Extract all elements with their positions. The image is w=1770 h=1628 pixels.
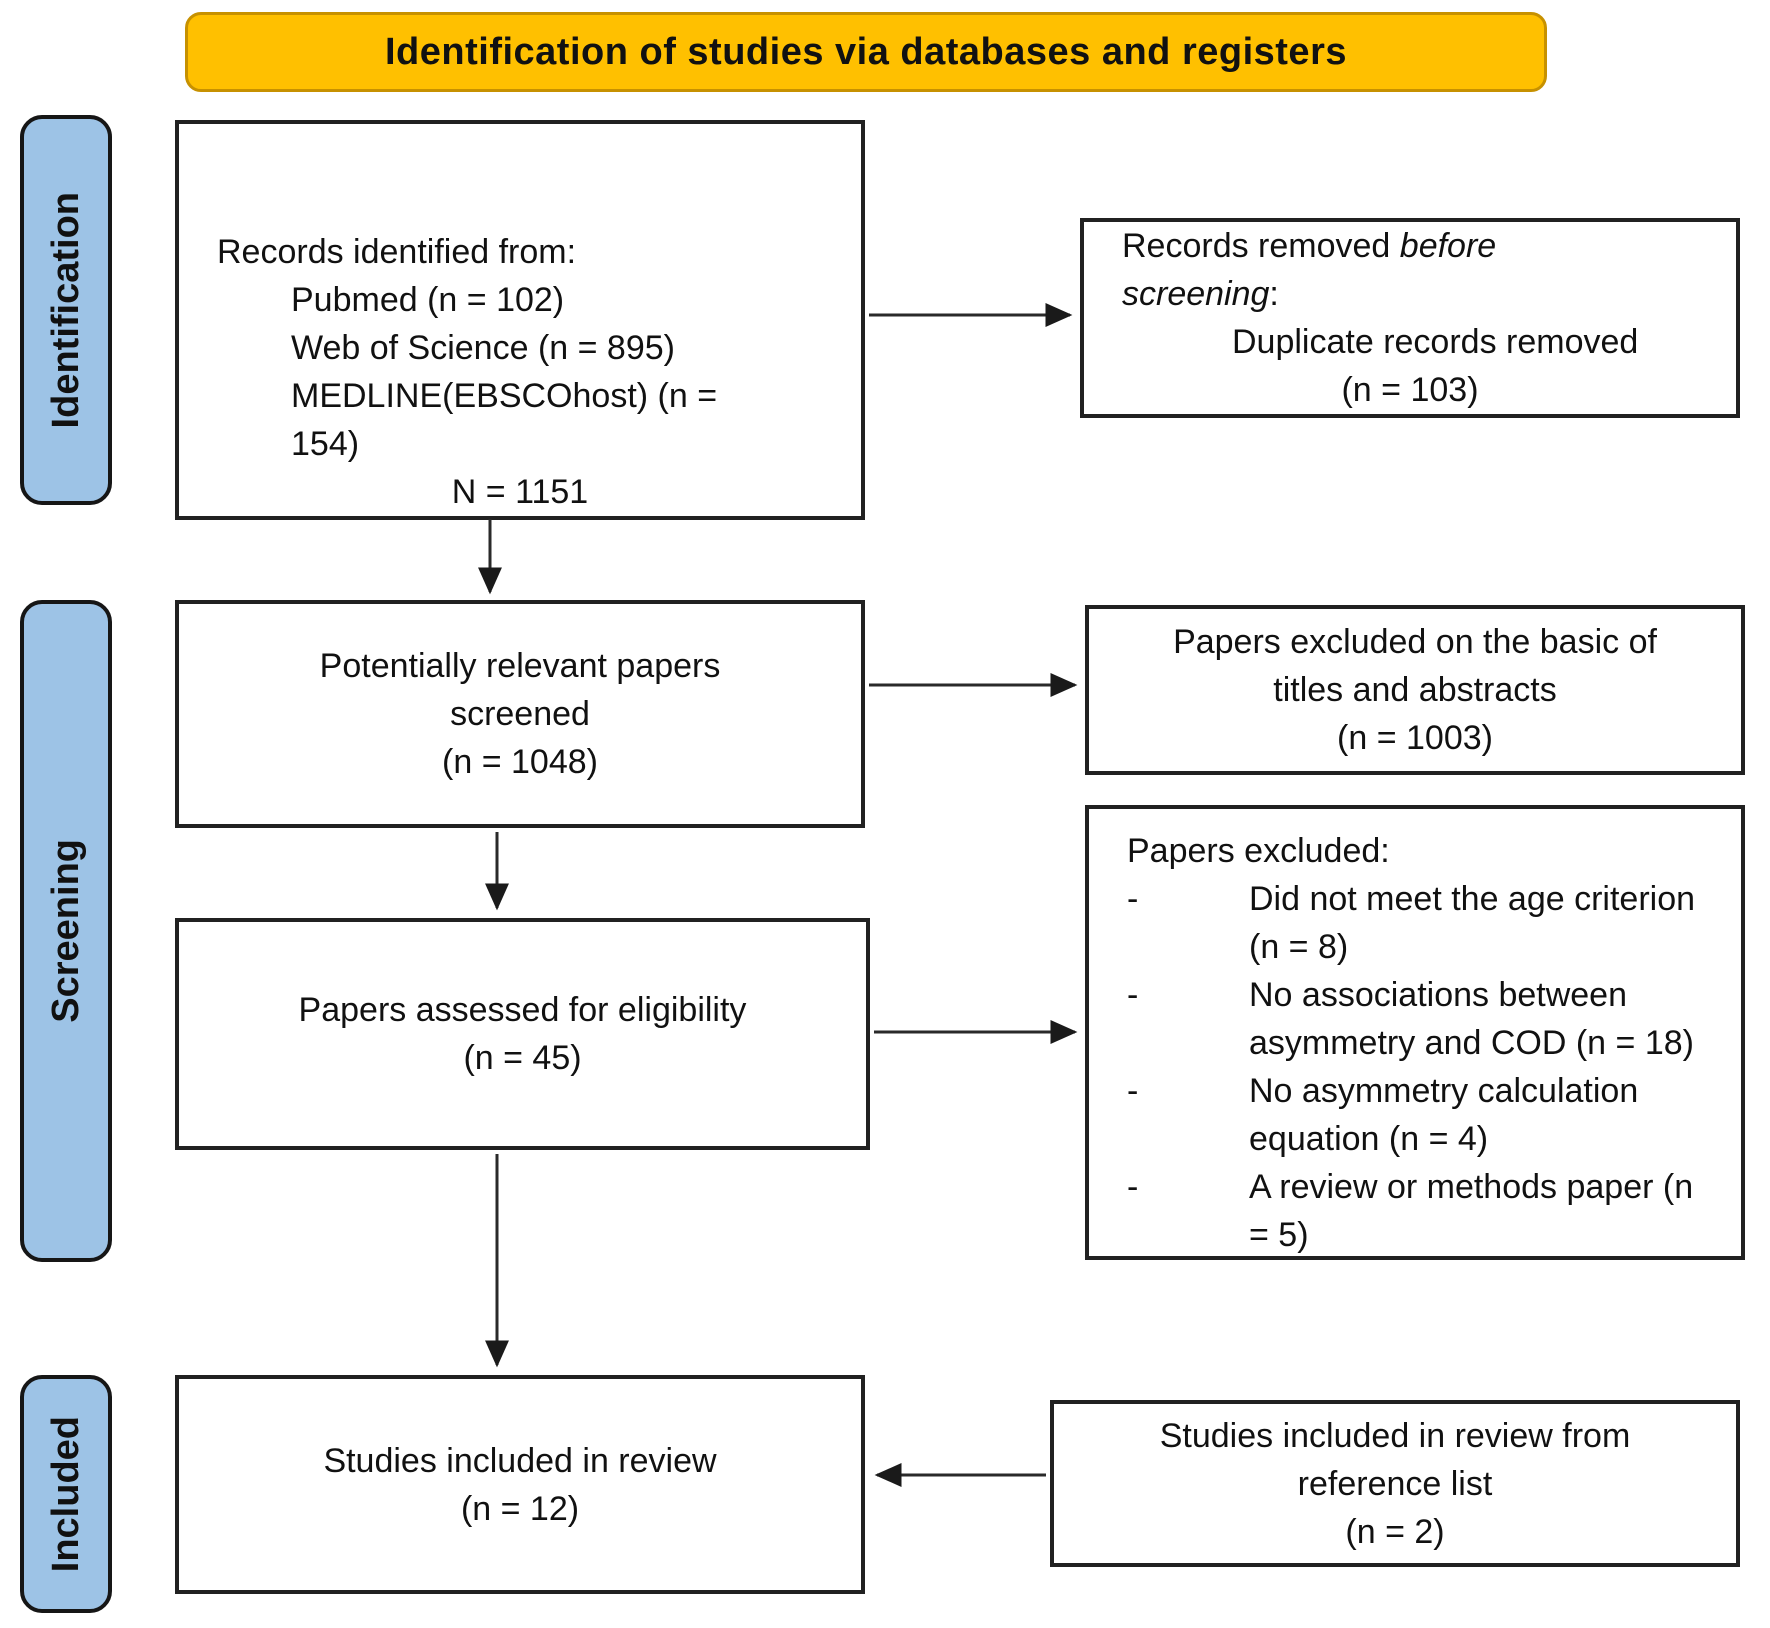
records-removed-reason: Duplicate records removed bbox=[1232, 323, 1639, 361]
papers-excluded-intro: Papers excluded: bbox=[1127, 832, 1390, 870]
box-papers-screened: Potentially relevant papers screened (n … bbox=[175, 600, 865, 828]
box-line: reference list bbox=[1297, 1464, 1493, 1503]
intro-italic: screening bbox=[1122, 275, 1270, 313]
box-papers-excluded-reasons: Papers excluded: - Did not meet the age … bbox=[1085, 805, 1745, 1260]
excluded-reason: - Did not meet the age criterion (n = 8) bbox=[1127, 875, 1725, 971]
records-total: N = 1151 bbox=[451, 473, 589, 511]
stage-tab-screening: Screening bbox=[20, 600, 112, 1262]
box-records-removed: Records removed before screening: Duplic… bbox=[1080, 218, 1740, 418]
excluded-reason-text: A review or methods paper (n = 5) bbox=[1249, 1168, 1694, 1254]
box-line: (n = 1003) bbox=[1337, 719, 1493, 757]
bullet-dash: - bbox=[1127, 976, 1139, 1014]
banner: Identification of studies via databases … bbox=[185, 12, 1547, 92]
records-removed-count: (n = 103) bbox=[1341, 371, 1479, 409]
bullet-dash: - bbox=[1127, 1168, 1139, 1206]
records-source: Pubmed (n = 102) bbox=[291, 281, 565, 319]
box-line: Papers assessed for eligibility bbox=[298, 991, 747, 1029]
intro-text: Records removed bbox=[1122, 227, 1400, 265]
box-line: (n = 2) bbox=[1345, 1512, 1445, 1551]
records-source: Web of Science (n = 895) bbox=[291, 329, 675, 367]
box-line: Potentially relevant papers bbox=[319, 647, 721, 685]
stage-tab-included: Included bbox=[20, 1375, 112, 1613]
box-line: titles and abstracts bbox=[1273, 671, 1557, 709]
excluded-reason: - A review or methods paper (n = 5) bbox=[1127, 1163, 1725, 1259]
records-source: MEDLINE(EBSCOhost) (n = 154) bbox=[291, 377, 718, 463]
intro-text: : bbox=[1269, 275, 1279, 313]
excluded-reason: - No associations between asymmetry and … bbox=[1127, 971, 1725, 1067]
box-papers-assessed: Papers assessed for eligibility (n = 45) bbox=[175, 918, 870, 1150]
stage-tab-label: Identification bbox=[44, 191, 87, 429]
records-identified-intro: Records identified from: bbox=[217, 233, 577, 271]
stage-tab-identification: Identification bbox=[20, 115, 112, 505]
banner-title: Identification of studies via databases … bbox=[385, 30, 1347, 73]
box-studies-from-reference-list: Studies included in review from referenc… bbox=[1050, 1400, 1740, 1567]
box-line: Studies included in review from bbox=[1159, 1416, 1631, 1455]
box-line: Papers excluded on the basic of bbox=[1173, 623, 1657, 661]
bullet-dash: - bbox=[1127, 880, 1139, 918]
stage-tab-label: Included bbox=[44, 1415, 87, 1573]
box-line: screened bbox=[450, 695, 590, 733]
records-removed-intro-line1: Records removed before bbox=[1122, 222, 1716, 270]
excluded-reason-text: Did not meet the age criterion (n = 8) bbox=[1249, 880, 1696, 966]
bullet-dash: - bbox=[1127, 1072, 1139, 1110]
intro-italic: before bbox=[1399, 227, 1497, 265]
box-line: (n = 1048) bbox=[442, 743, 598, 781]
excluded-reason-text: No asymmetry calculation equation (n = 4… bbox=[1249, 1072, 1639, 1158]
stage-tab-label: Screening bbox=[44, 839, 87, 1023]
excluded-reason-text: No associations between asymmetry and CO… bbox=[1249, 976, 1694, 1062]
box-line: (n = 45) bbox=[463, 1039, 582, 1077]
box-excluded-titles-abstracts: Papers excluded on the basic of titles a… bbox=[1085, 605, 1745, 775]
box-line: (n = 12) bbox=[460, 1489, 580, 1528]
box-studies-included: Studies included in review (n = 12) bbox=[175, 1375, 865, 1594]
box-records-identified: Records identified from: Pubmed (n = 102… bbox=[175, 120, 865, 520]
excluded-reason: - No asymmetry calculation equation (n =… bbox=[1127, 1067, 1725, 1163]
records-removed-intro-line2: screening: bbox=[1122, 270, 1716, 318]
box-line: Studies included in review bbox=[323, 1441, 717, 1480]
